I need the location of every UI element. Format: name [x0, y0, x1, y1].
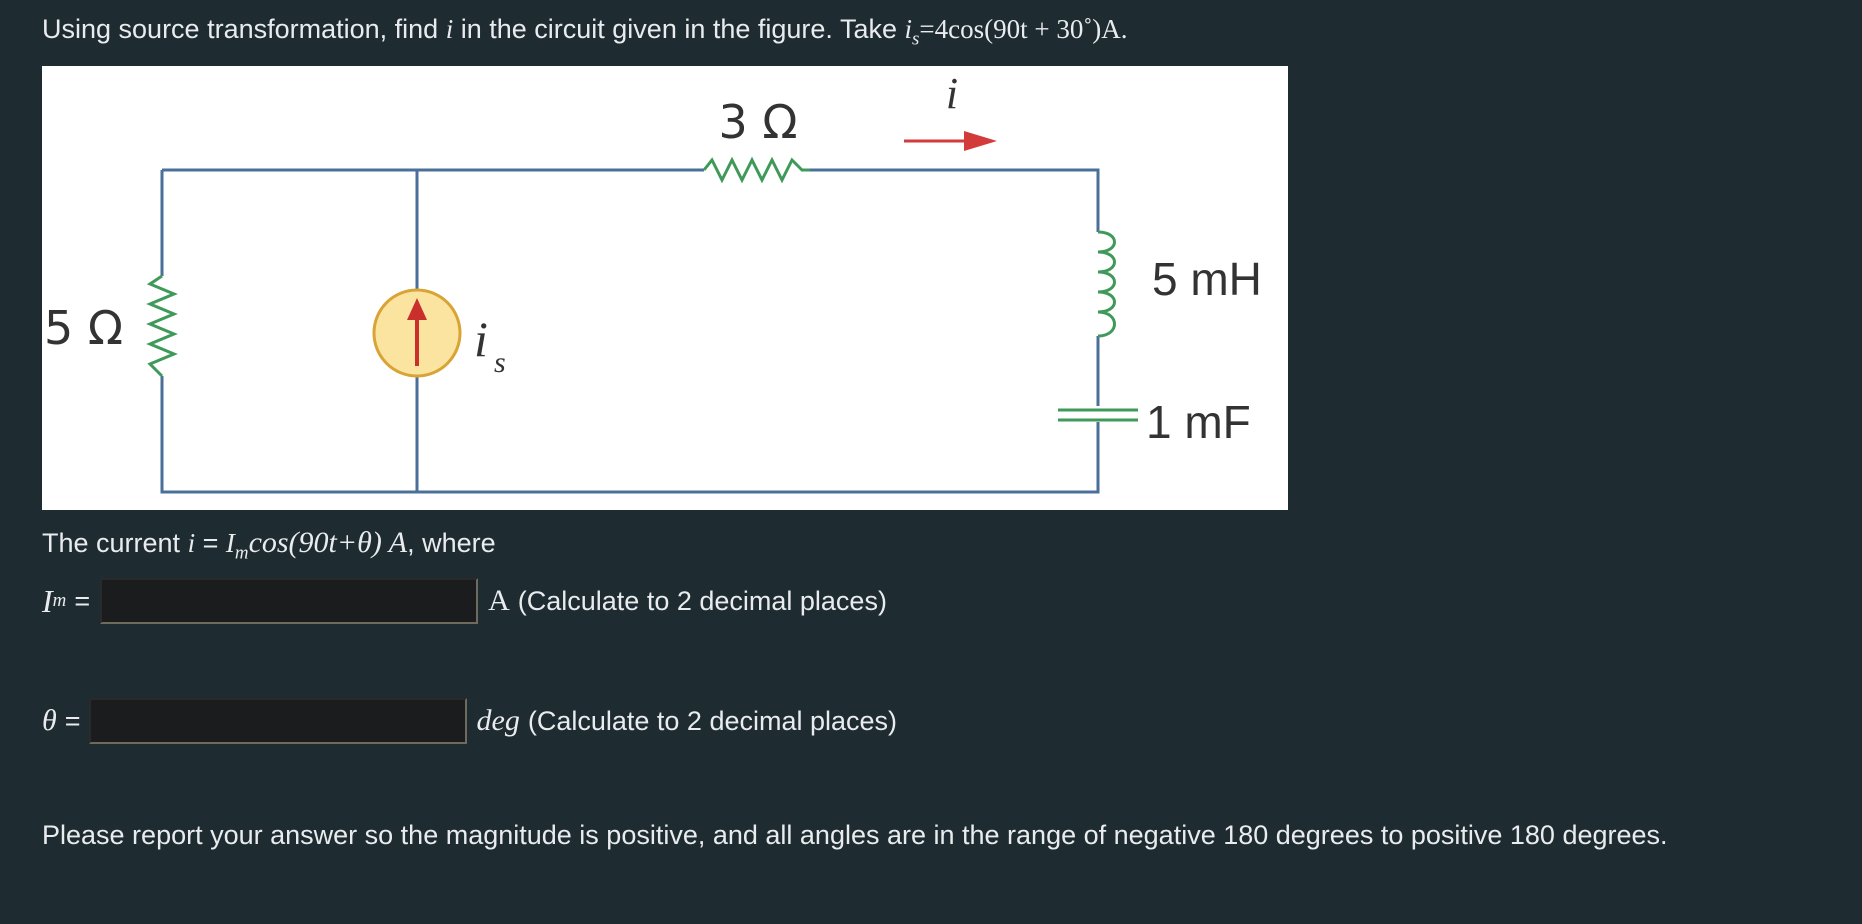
current-Im: I	[225, 528, 235, 558]
im-eq: =	[74, 585, 91, 616]
circuit-diagram: 3 Ω i 5 mH 1 mF 5 Ω i s	[44, 69, 1262, 494]
question-is-var: i	[904, 14, 913, 44]
i-label: i	[946, 69, 958, 118]
current-Im-sub: m	[234, 542, 249, 564]
r5-label: 5 Ω	[44, 301, 123, 355]
question-text: Using source transformation, find i in t…	[42, 14, 1128, 50]
capacitor-1mF	[1058, 408, 1138, 422]
theta-row: θ = deg (Calculate to 2 decimal places)	[42, 698, 897, 744]
l-label: 5 mH	[1152, 253, 1262, 305]
is-label: i	[474, 311, 488, 367]
current-prefix: The current	[42, 528, 181, 558]
theta-label: θ	[42, 704, 57, 737]
circuit-wires	[160, 168, 1100, 494]
theta-eq: =	[64, 705, 81, 736]
current-expr: cos(90t+θ) A	[248, 526, 408, 559]
im-label-sub: m	[52, 590, 67, 611]
current-source-is	[372, 288, 462, 378]
im-answer-input[interactable]	[100, 578, 479, 624]
is-sub-label: s	[494, 346, 506, 379]
current-eq: =	[202, 528, 219, 558]
inductor-5mH	[1097, 230, 1116, 338]
current-arrow	[904, 131, 997, 151]
theta-hint: (Calculate to 2 decimal places)	[527, 705, 898, 736]
c-label: 1 mF	[1146, 396, 1251, 448]
question-is-sub: s	[912, 28, 920, 50]
im-label: I	[42, 582, 53, 619]
answer-note: Please report your answer so the magnitu…	[42, 820, 1668, 850]
question-prefix: Using source transformation, find	[42, 14, 439, 44]
current-line: The current i = Imcos(90t+θ) A, where	[42, 526, 496, 564]
question-is-expr: =4cos(90t + 30˚)A.	[919, 14, 1128, 44]
resistor-3ohm	[702, 156, 810, 184]
im-hint: (Calculate to 2 decimal places)	[517, 585, 887, 616]
r3-label: 3 Ω	[718, 95, 797, 149]
question-var-i: i	[445, 14, 454, 44]
circuit-figure: 3 Ω i 5 mH 1 mF 5 Ω i s	[42, 66, 1288, 510]
im-unit: A	[488, 584, 510, 617]
theta-unit: deg	[476, 704, 520, 737]
resistor-5ohm	[146, 274, 178, 378]
current-suffix: , where	[407, 528, 496, 558]
theta-answer-input[interactable]	[88, 698, 467, 744]
question-middle: in the circuit given in the figure. Take	[460, 14, 897, 44]
current-i: i	[187, 528, 196, 558]
